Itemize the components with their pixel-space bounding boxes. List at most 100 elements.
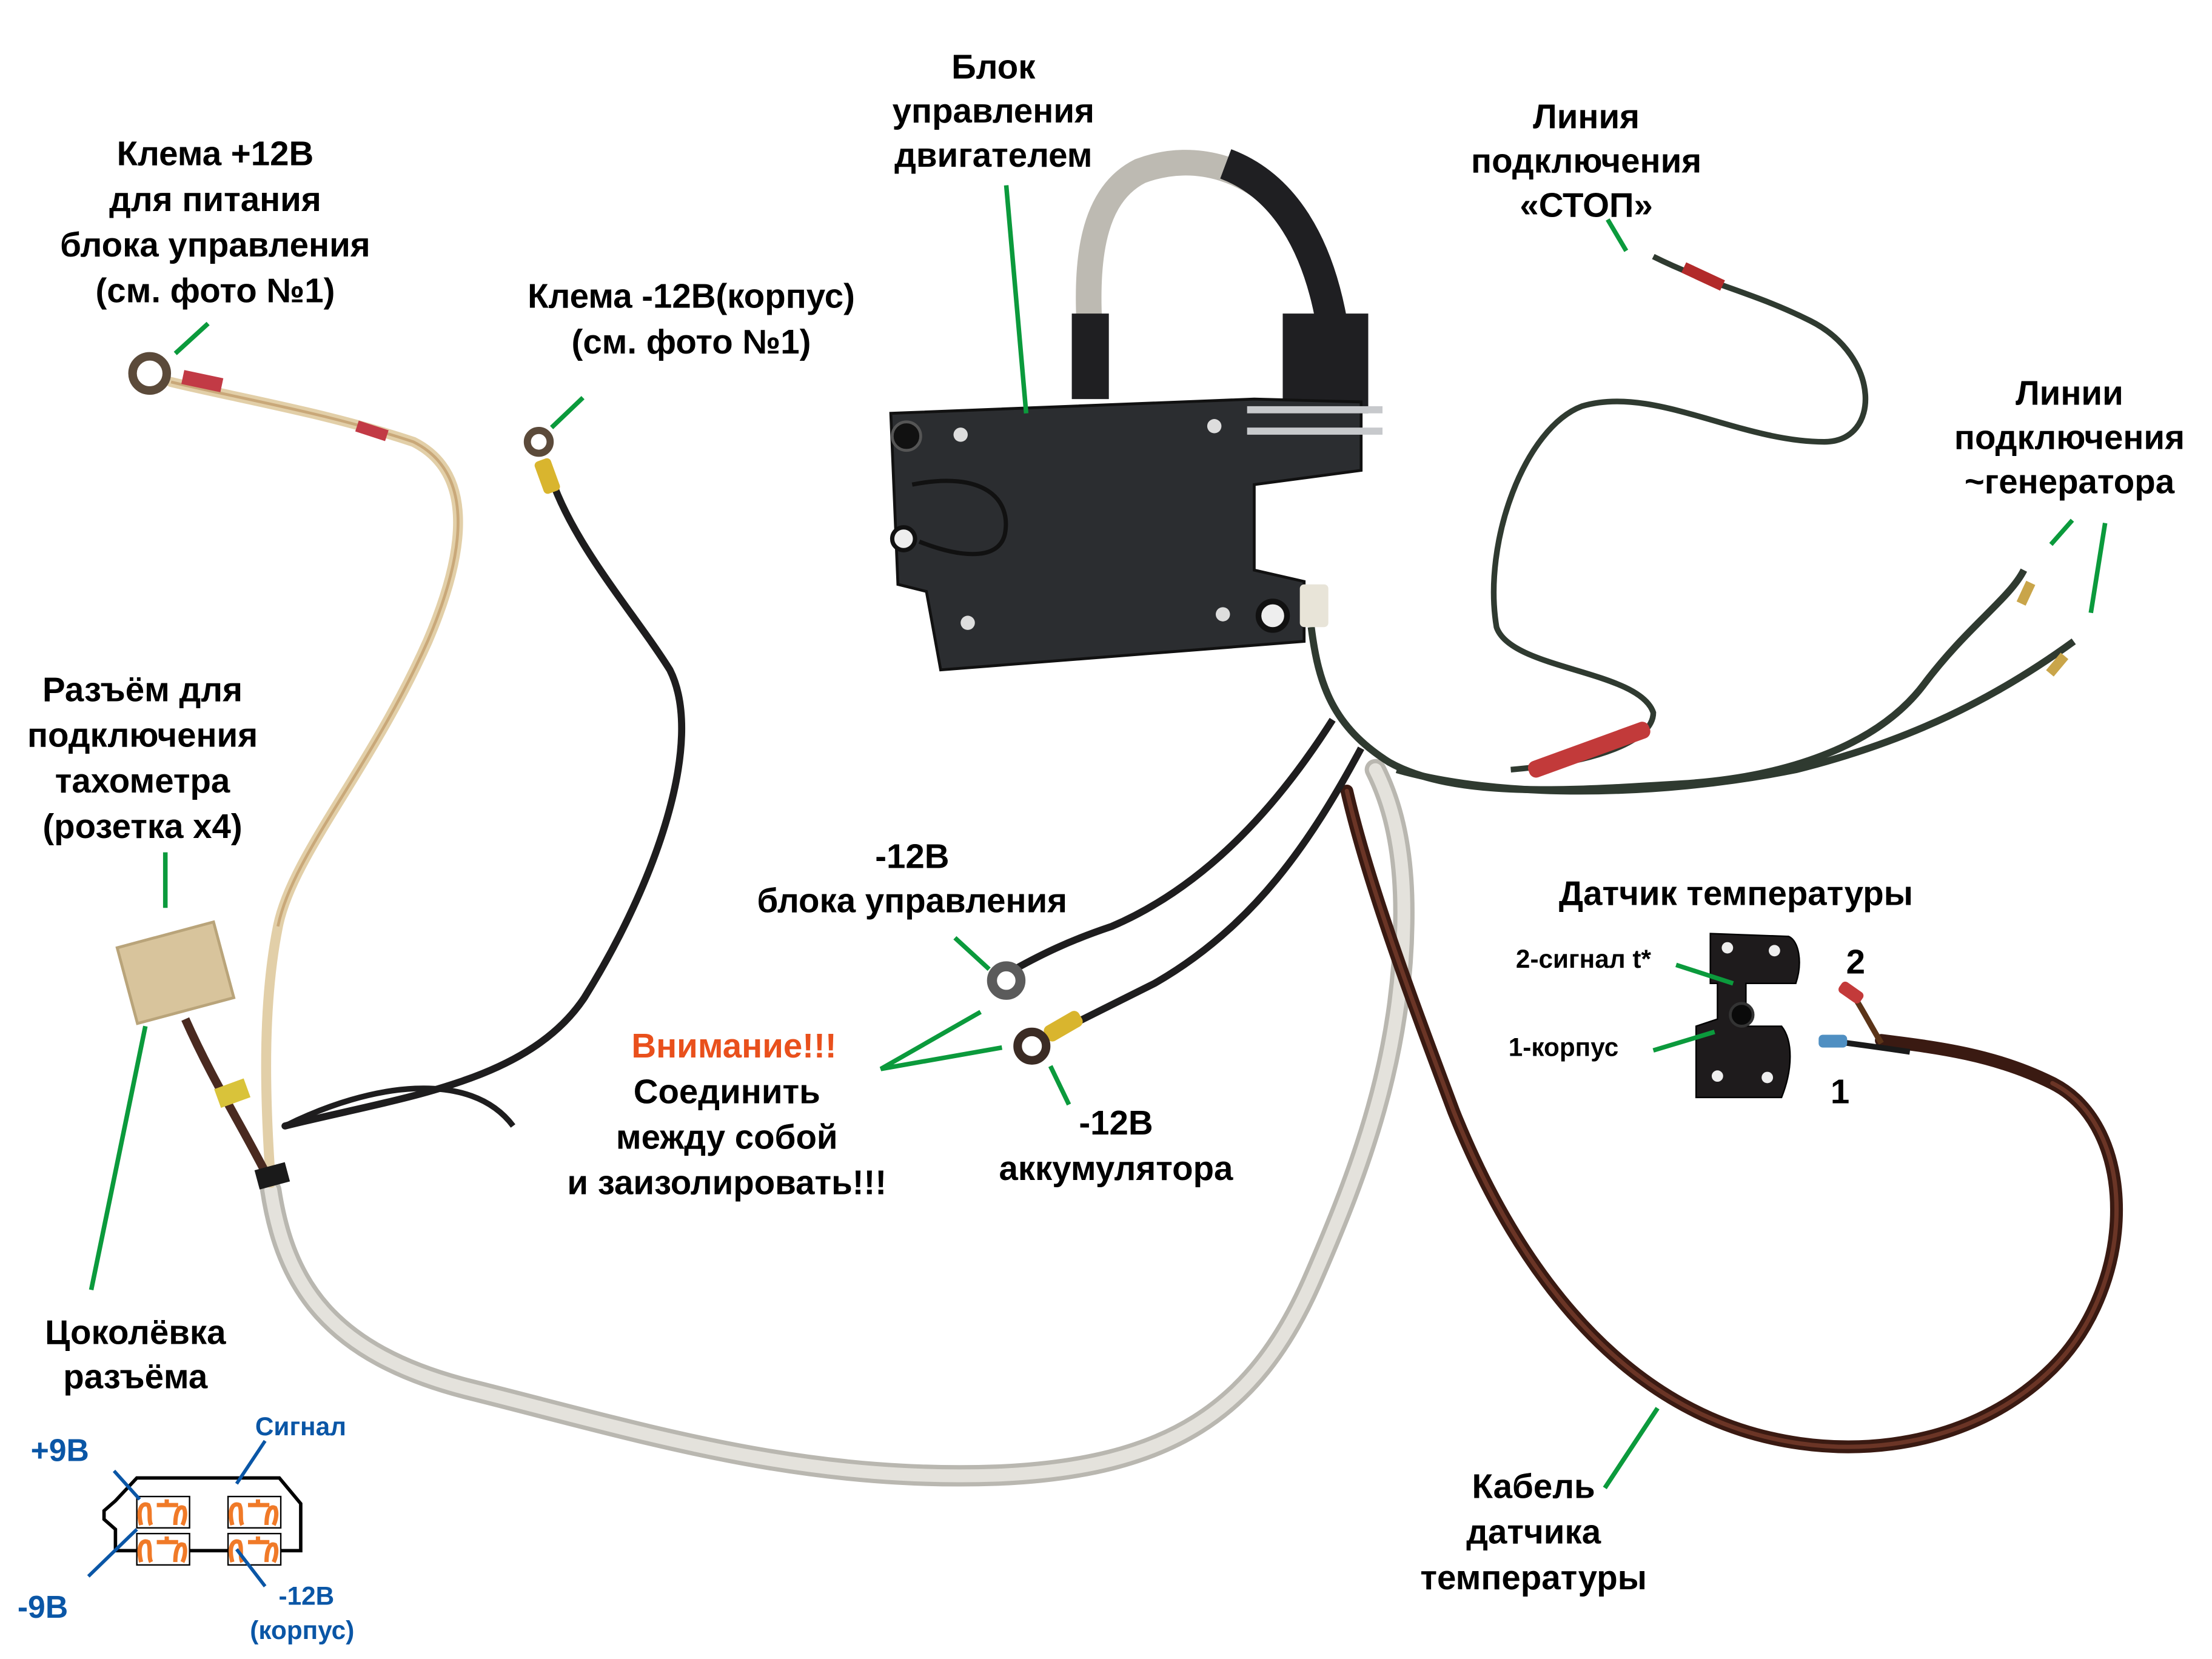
ecu-internal-jumper [911, 478, 1008, 557]
label-plus12-terminal: Клема +12В для питания блока управления … [60, 135, 370, 310]
label-temp-cable: Кабель датчика температуры [1420, 1467, 1647, 1596]
label-tach-line-2: подключения [27, 716, 258, 754]
label-stop-line-3: «СТОП» [1520, 186, 1653, 224]
pinout-label-minus9: -9В [18, 1589, 68, 1624]
ecu-mount-top-left [891, 420, 922, 452]
label-tach-line-1: Разъём для [42, 670, 243, 708]
temp-sensor-pin2-desc: 2-сигнал t* [1516, 945, 1652, 973]
pinout-title-line-1: Цоколёвка [45, 1313, 226, 1352]
pinout-leader-minus12 [235, 1548, 267, 1587]
plus12-red-band [181, 370, 224, 392]
ecu-ground-stud [890, 525, 917, 552]
leader-ecu [1004, 185, 1029, 414]
pinout-leader-plus9 [112, 1469, 141, 1501]
plus12-ring-terminal [128, 352, 172, 395]
plus12-wire-sheen [170, 380, 460, 927]
ecu-loop-left-sleeve [1071, 313, 1109, 400]
ecu-screw-2 [1207, 419, 1222, 434]
leader-stop [1606, 218, 1629, 252]
ecu-loop-right-connector [1282, 313, 1369, 414]
ecu-mount-bottom-right [1255, 598, 1290, 633]
ecu-harness-clip [1299, 584, 1329, 628]
label-generator-line-3: ~генератора [1965, 462, 2175, 500]
battery-ground-sleeve [1044, 1011, 1083, 1042]
minus12-second-wire [284, 1085, 515, 1129]
leader-warning [879, 1010, 1003, 1071]
label-generator-line-2: подключения [1954, 418, 2185, 456]
label-plus12-line-3: блока управления [60, 226, 370, 264]
sensor-hole-4 [1761, 1071, 1774, 1084]
temp-sensor-title: Датчик температуры [1559, 874, 1913, 913]
temp-sensor-pin1-desc: 1-корпус [1509, 1033, 1618, 1062]
ecu-loop-black-sleeve [1219, 149, 1349, 330]
pin-signal [227, 1495, 282, 1529]
label-ecu: Блок управления двигателем [893, 47, 1094, 174]
warning-title: Внимание!!! [631, 1027, 836, 1065]
label-temp-cable-line-3: температуры [1420, 1558, 1647, 1597]
label-ecu-ground: -12В блока управления [757, 837, 1068, 919]
pinout-leader-minus9 [87, 1528, 138, 1578]
sensor-thermistor [1729, 1002, 1755, 1028]
generator-wire-2 [1395, 638, 2076, 795]
label-ecu-line-2: управления [893, 92, 1094, 130]
tach-yellow-band [214, 1078, 251, 1108]
label-temp-cable-line-1: Кабель [1472, 1467, 1595, 1505]
label-ecu-line-1: Блок [951, 47, 1036, 85]
sensor-hole-3 [1711, 1070, 1723, 1082]
label-generator-line-1: Линии [2016, 374, 2123, 412]
minus12-ring-terminal [523, 426, 554, 457]
temp-sensor-pin1-number: 1 [1831, 1072, 1849, 1110]
label-temp-sensor: Датчик температуры 2-сигнал t* 1-корпус … [1509, 874, 1913, 1111]
pin-minus12 [227, 1532, 282, 1566]
label-stop-line-2: подключения [1471, 141, 1701, 179]
temp-sensor [1695, 933, 1800, 1099]
leader-lines [89, 185, 2108, 1490]
generator-yellow-band-1 [2016, 580, 2036, 606]
warning-line-2: между собой [616, 1118, 838, 1156]
temp-sensor-body [1695, 933, 1800, 1099]
warning-line-1: Соединить [634, 1072, 820, 1110]
leader-generator-1 [2049, 518, 2074, 546]
plus12-red-band-2 [355, 420, 389, 441]
label-tach-connector: Разъём для подключения тахометра (розетк… [27, 670, 258, 845]
ecu-screw-1 [953, 427, 968, 442]
stop-red-splice [1527, 722, 1651, 778]
label-battery-ground-line-1: -12В [1079, 1104, 1153, 1142]
pinout: Цоколёвка разъёма +9В Сигнал -9В -12В (к… [18, 1313, 354, 1645]
label-tach-line-3: тахометра [55, 762, 230, 800]
label-stop-line-1: Линия [1533, 98, 1640, 136]
leader-plus12 [173, 321, 210, 355]
label-plus12-line-2: для питания [109, 180, 321, 218]
ecu-ground-ring [987, 961, 1026, 1000]
battery-ground-wire [1053, 746, 1364, 1037]
battery-ground-ring [1013, 1027, 1051, 1065]
green-harness [1307, 568, 2027, 794]
ecu-ground-wire [1013, 717, 1336, 973]
pinout-label-minus12: -12В [279, 1582, 335, 1610]
ecu-screw-3 [960, 615, 975, 630]
label-tach-line-4: (розетка х4) [42, 807, 242, 845]
label-ecu-line-3: двигателем [894, 136, 1092, 174]
pinout-title-line-2: разъёма [63, 1357, 208, 1395]
minus12-chassis-wire [281, 466, 686, 1130]
ecu-cable-tie-1 [1247, 406, 1382, 414]
tach-black-band [254, 1162, 290, 1190]
sensor-hole-1 [1721, 942, 1734, 954]
pin-minus9 [136, 1532, 190, 1566]
warning-line-3: и заизолировать!!! [567, 1164, 886, 1202]
pin-plus9 [136, 1495, 190, 1529]
label-ecu-ground-line-1: -12В [875, 837, 949, 875]
temp-sensor-pin2-number: 2 [1846, 942, 1865, 980]
ecu-screw-4 [1215, 607, 1230, 622]
ecu-body [889, 397, 1363, 672]
tach-connector-body [115, 920, 236, 1025]
label-warning: Внимание!!! Соединить между собой и заиз… [567, 1027, 886, 1202]
label-temp-cable-line-2: датчика [1466, 1513, 1601, 1551]
leader-sensor-pin2 [1675, 962, 1734, 986]
label-battery-ground-line-2: аккумулятора [999, 1149, 1233, 1187]
sensor-hole-2 [1768, 945, 1780, 957]
generator-yellow-band-2 [2046, 652, 2069, 677]
leader-tach-bottom [89, 1025, 148, 1290]
pinout-label-plus9: +9В [31, 1432, 89, 1467]
